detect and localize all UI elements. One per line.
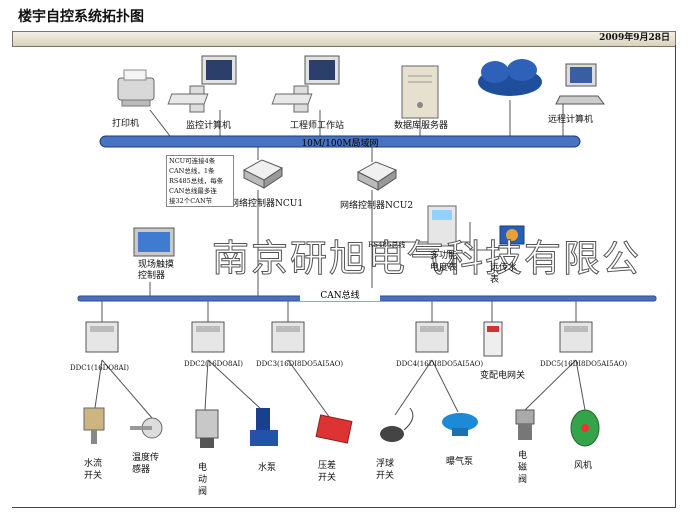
remote-computer-label: 远程计算机 [548, 115, 594, 125]
temperature-sensor-label: 温度传感器 [132, 453, 160, 475]
ddc3-label: DDC3(16DI8DO5AI5AO) [256, 360, 344, 368]
printer-icon [117, 69, 155, 107]
temperature-sensor-icon [130, 417, 163, 439]
watermark: 南京研旭电气科技有限公 [212, 237, 641, 281]
lan-label: 10M/100M局域网 [301, 139, 379, 149]
pump-label: 水泵 [258, 463, 277, 473]
laptop-icon [555, 63, 605, 105]
database-server-icon [401, 65, 439, 119]
note-line: RS485总线，每条 [169, 177, 224, 185]
water-meter-label: 远传水表 [490, 263, 518, 285]
ddc3-icon [271, 321, 305, 353]
ddc2-icon [191, 321, 225, 353]
note-line: CAN总线，1条 [169, 167, 215, 175]
ddc2-label: DDC2(16DO8AI) [184, 360, 244, 368]
differential-pressure-label: 压差开关 [318, 461, 337, 483]
engineer-workstation-icon [271, 55, 340, 113]
electric-valve-icon [195, 409, 219, 448]
can-label: CAN总线 [300, 288, 380, 301]
flow-switch-label: 水流开关 [84, 459, 103, 481]
water-meter-icon [499, 225, 525, 245]
gateway-icon [483, 321, 503, 357]
pump-icon [250, 408, 278, 446]
ddc5-label: DDC5(16DI8DO5AI5AO) [540, 360, 628, 368]
ddc4-icon [415, 321, 449, 353]
ncu-note-box: NCU可连接4条 CAN总线，1条 RS485总线，每条 CAN总线最多连 接3… [166, 155, 234, 207]
touch-panel-icon [133, 227, 175, 257]
differential-pressure-switch-icon [315, 414, 353, 444]
monitor-computer-icon [167, 55, 237, 113]
float-ball-label: 浮球开关 [376, 459, 395, 481]
aerator-label: 曝气泵 [446, 457, 474, 467]
aerator-pump-icon [442, 413, 478, 436]
monitor-computer-label: 监控计算机 [186, 121, 232, 131]
ddc4-label: DDC4(16DI8DO5AI5AO) [396, 360, 484, 368]
internet-cloud-icon [478, 59, 542, 96]
ncu1-label: 网络控制器NCU1 [230, 199, 304, 209]
note-line: 接32个CAN节 [169, 197, 213, 205]
note-line: NCU可连接4条 [169, 157, 216, 165]
solenoid-valve-label: 电磁阀 [518, 451, 528, 485]
ddc1-label: DDC1(16DO8AI) [70, 364, 130, 372]
page-title: 楼宇自控系统拓扑图 [18, 9, 144, 25]
database-server-label: 数据库服务器 [394, 121, 449, 131]
float-ball-switch-icon [380, 407, 414, 442]
ddc5-icon [559, 321, 593, 353]
electric-valve-label: 电动阀 [198, 463, 208, 497]
flow-switch-icon [83, 407, 105, 444]
touch-panel-label: 现场触摸控制器 [138, 260, 175, 281]
ddc1-icon [85, 321, 119, 353]
lan-bus [99, 135, 581, 148]
ncu2-icon [356, 161, 398, 191]
solenoid-valve-icon [515, 409, 535, 440]
ncu1-icon [242, 159, 284, 189]
energy-meter-label: 多功能电度表 [430, 251, 458, 273]
diagram-frame [12, 45, 676, 508]
gateway-label: 变配电网关 [480, 371, 526, 381]
fan-icon [570, 409, 600, 447]
energy-meter-icon [427, 205, 457, 247]
engineer-workstation-label: 工程师工作站 [290, 121, 345, 131]
rs485-label: RS485总线 [368, 241, 406, 249]
ncu2-label: 网络控制器NCU2 [340, 201, 414, 211]
title-bar [12, 31, 676, 47]
note-line: CAN总线最多连 [169, 187, 217, 195]
fan-label: 风机 [574, 461, 593, 471]
printer-label: 打印机 [112, 119, 140, 129]
date-label: 2009年9月28日 [599, 33, 670, 43]
